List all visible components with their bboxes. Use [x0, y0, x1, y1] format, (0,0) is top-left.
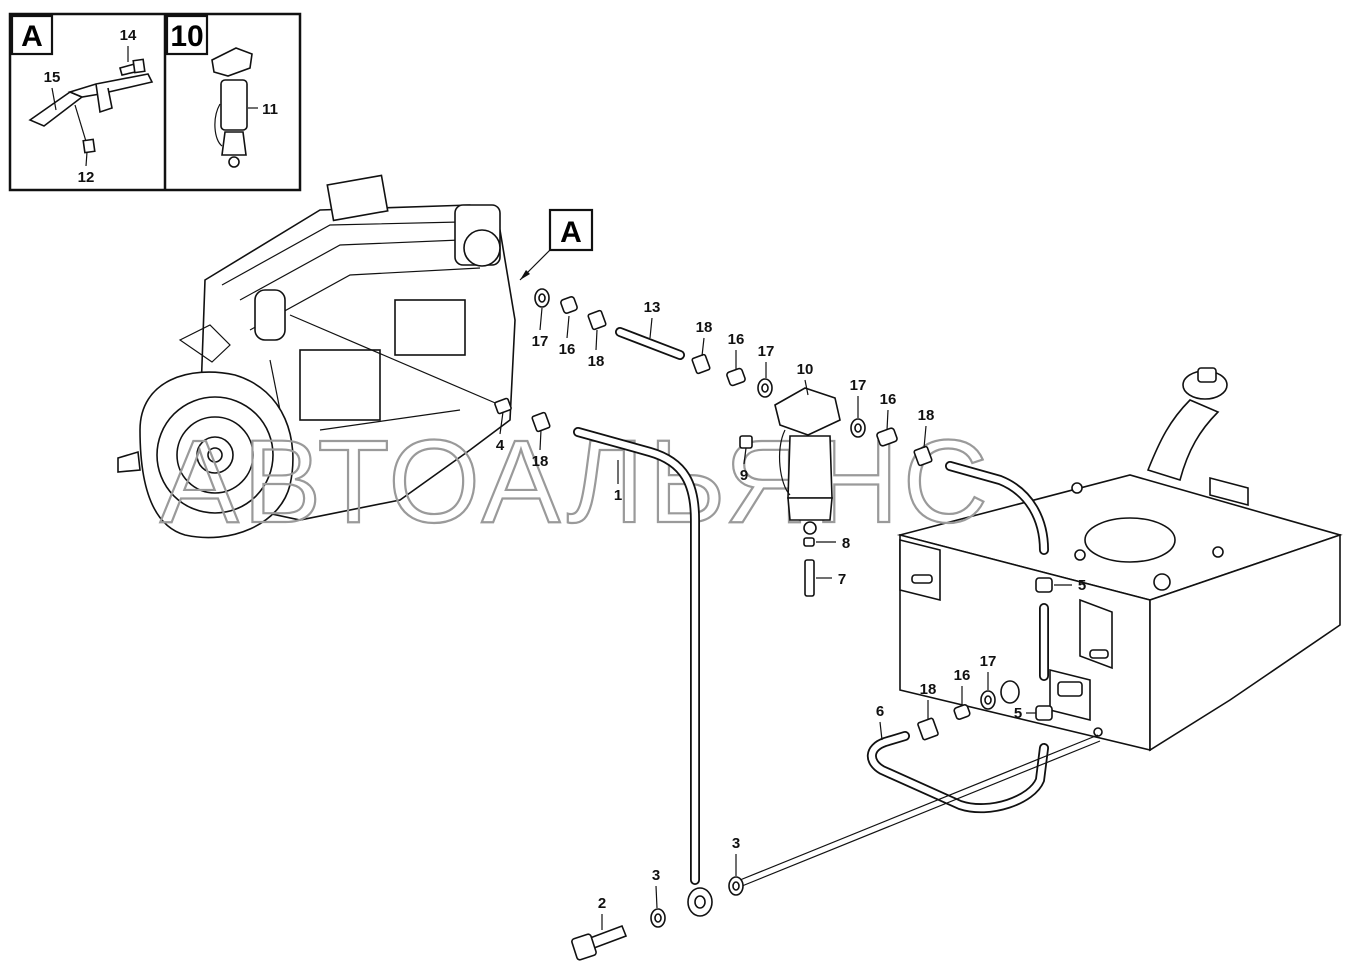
callout-2: 2: [598, 895, 606, 912]
callout-18: 18: [918, 407, 935, 424]
callout-8: 8: [842, 535, 850, 552]
detail-flag-a: A: [519, 208, 594, 281]
callouts: 17 16 18 13 18 16 17 10 17 16 18 4 18 1 …: [496, 299, 1086, 930]
callout-18: 18: [532, 453, 549, 470]
fuel-lines: [289, 314, 1101, 887]
engine-assembly: [117, 174, 516, 539]
callout-4: 4: [496, 437, 505, 454]
callout-16: 16: [954, 667, 971, 684]
callout-1: 1: [614, 487, 622, 504]
callout-16: 16: [559, 341, 576, 358]
callout-17: 17: [758, 343, 775, 360]
callout-10: 10: [797, 361, 814, 378]
callout-15: 15: [44, 69, 61, 86]
callout-18: 18: [920, 681, 937, 698]
callout-18: 18: [588, 353, 605, 370]
inset-10-tag: 10: [170, 20, 203, 53]
inset-a-tag: A: [21, 20, 43, 53]
callout-3: 3: [732, 835, 740, 852]
filter-11-detail: [211, 47, 253, 168]
callout-17: 17: [850, 377, 867, 394]
callout-17: 17: [980, 653, 997, 670]
watermark: АВТОАЛЬЯНС: [160, 416, 992, 548]
callout-14: 14: [120, 27, 137, 44]
callout-16: 16: [880, 391, 897, 408]
callout-12: 12: [78, 169, 95, 186]
fittings: [494, 288, 1053, 961]
callout-18: 18: [696, 319, 713, 336]
callout-11: 11: [262, 101, 278, 118]
callout-9: 9: [740, 467, 748, 484]
detail-flag-a-label: A: [560, 216, 582, 249]
callout-3: 3: [652, 867, 660, 884]
callout-6: 6: [876, 703, 884, 720]
callout-16: 16: [728, 331, 745, 348]
inset-panel: A 10 14 15 12 11: [8, 12, 302, 192]
callout-17: 17: [532, 333, 549, 350]
callout-5: 5: [1078, 577, 1086, 594]
callout-5: 5: [1014, 705, 1022, 722]
callout-13: 13: [644, 299, 661, 316]
callout-7: 7: [838, 571, 846, 588]
